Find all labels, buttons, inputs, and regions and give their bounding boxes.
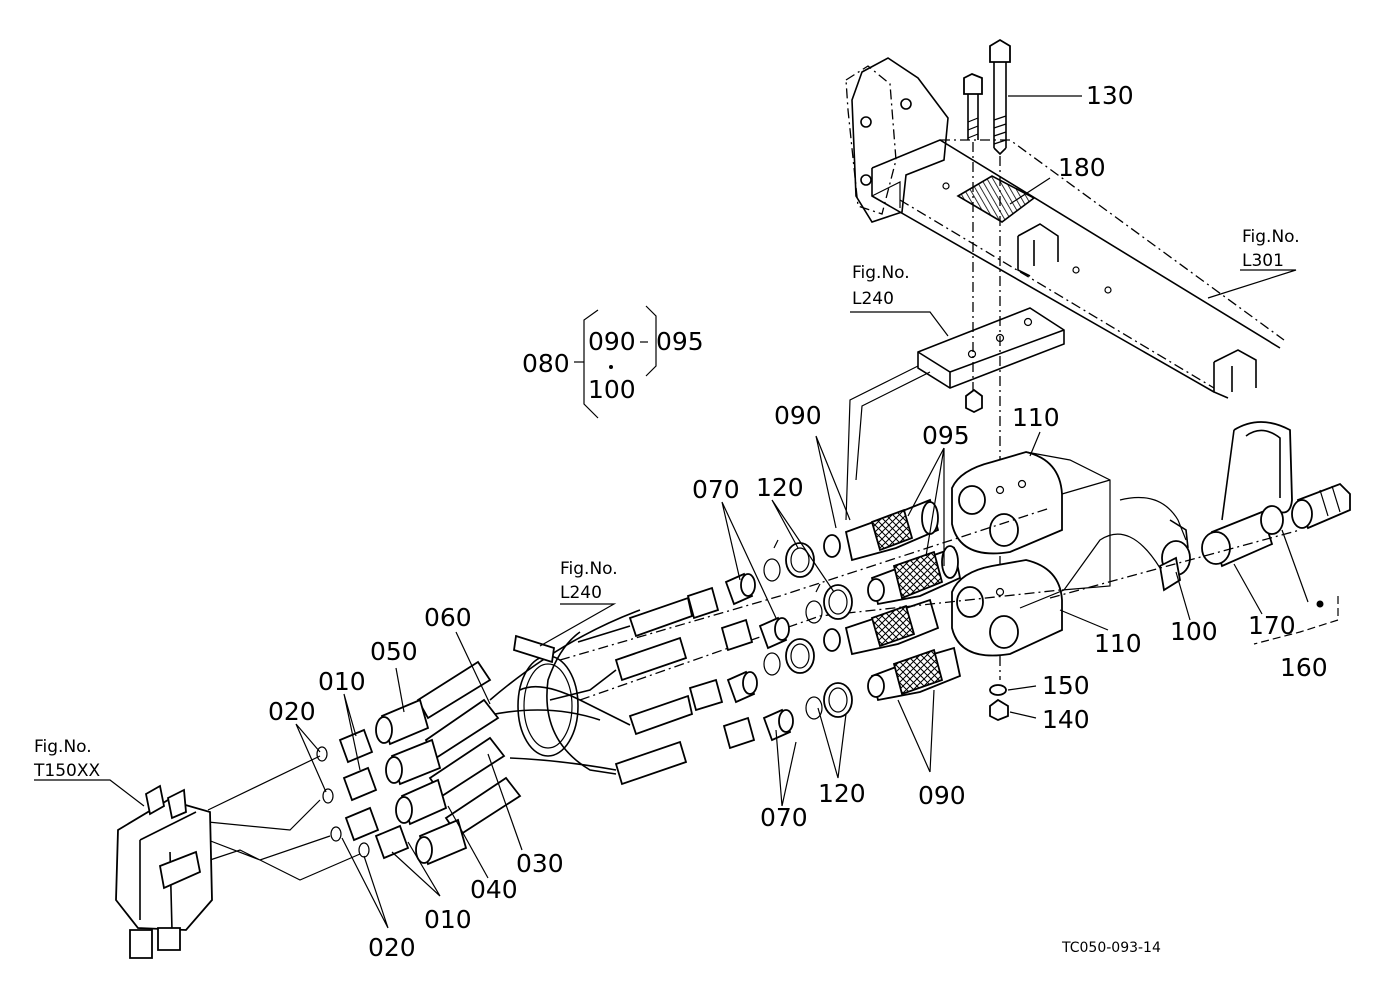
label-100: 100 bbox=[1170, 617, 1218, 646]
hoses bbox=[469, 609, 641, 775]
label-070-top: 070 bbox=[692, 475, 740, 504]
label-090-top: 090 bbox=[774, 401, 822, 430]
label-010-top: 010 bbox=[318, 667, 366, 696]
label-100-bracket: 100 bbox=[588, 375, 636, 404]
label-020-bottom: 020 bbox=[368, 933, 416, 962]
figref-t150-title: Fig.No. bbox=[34, 737, 92, 757]
dust-cap-100 bbox=[1019, 496, 1191, 609]
block-110-bottom bbox=[951, 559, 1063, 657]
leader-lines bbox=[34, 95, 1309, 929]
centerline-coupler bbox=[1049, 529, 1301, 599]
label-140: 140 bbox=[1042, 705, 1090, 734]
coupler-row-2 bbox=[867, 545, 962, 606]
label-160: 160 bbox=[1280, 653, 1328, 682]
figref-l240-top-code: L240 bbox=[852, 289, 894, 309]
hose-band bbox=[513, 634, 579, 757]
label-180: 180 bbox=[1058, 153, 1106, 182]
valve-connection-lines bbox=[207, 755, 361, 881]
label-050: 050 bbox=[370, 637, 418, 666]
orings-020 bbox=[316, 746, 370, 858]
label-060: 060 bbox=[424, 603, 472, 632]
hoses-left bbox=[375, 660, 522, 866]
label-170: 170 bbox=[1248, 611, 1296, 640]
label-150: 150 bbox=[1042, 671, 1090, 700]
label-080: 080 bbox=[522, 349, 570, 378]
frame-bracket bbox=[845, 57, 1285, 399]
control-valve bbox=[115, 784, 213, 959]
coupler-row-4 bbox=[867, 646, 962, 702]
adapters-070 bbox=[724, 572, 794, 742]
label-070-bottom: 070 bbox=[760, 803, 808, 832]
figref-l240-band-code: L240 bbox=[560, 583, 602, 603]
centerline-1 bbox=[559, 507, 1051, 661]
label-110-top: 110 bbox=[1012, 403, 1060, 432]
label-010-bottom: 010 bbox=[424, 905, 472, 934]
figref-l301-title: Fig.No. bbox=[1242, 227, 1300, 247]
centerline-2 bbox=[579, 589, 1061, 701]
label-120-top: 120 bbox=[756, 473, 804, 502]
block-110-top bbox=[951, 451, 1111, 591]
snap-rings-120 bbox=[785, 542, 853, 718]
group-bracket-080 bbox=[574, 305, 657, 419]
label-030: 030 bbox=[516, 849, 564, 878]
hose-ends-right bbox=[614, 586, 756, 786]
mounting-plate bbox=[845, 307, 1065, 521]
figref-t150-code: T150XX bbox=[33, 761, 100, 781]
nut-140 bbox=[989, 698, 1009, 721]
adapters-010 bbox=[338, 728, 410, 860]
label-130: 130 bbox=[1086, 81, 1134, 110]
figref-l301-code: L301 bbox=[1242, 251, 1284, 271]
coupler-row-3 bbox=[823, 598, 940, 656]
label-120-bottom: 120 bbox=[818, 779, 866, 808]
coupler-row-1 bbox=[823, 498, 940, 562]
washer-150 bbox=[989, 684, 1007, 696]
figref-l240-top-title: Fig.No. bbox=[852, 263, 910, 283]
label-040: 040 bbox=[470, 875, 518, 904]
label-110-bottom: 110 bbox=[1094, 629, 1142, 658]
label-090-bottom: 090 bbox=[918, 781, 966, 810]
label-090-bracket: 090 bbox=[588, 327, 636, 356]
bolt-small bbox=[963, 73, 983, 140]
bolt-130 bbox=[989, 38, 1011, 156]
label-020-top: 020 bbox=[268, 697, 316, 726]
label-095-bracket: 095 bbox=[656, 327, 704, 356]
dot-160 bbox=[1316, 600, 1324, 608]
pin-170 bbox=[1201, 421, 1293, 568]
label-095-top: 095 bbox=[922, 421, 970, 450]
drawing-code: TC050-093-14 bbox=[1061, 940, 1161, 956]
group-bracket-160 bbox=[1253, 596, 1339, 645]
plug-coupler bbox=[1291, 482, 1351, 530]
figref-l240-band-title: Fig.No. bbox=[560, 559, 618, 579]
